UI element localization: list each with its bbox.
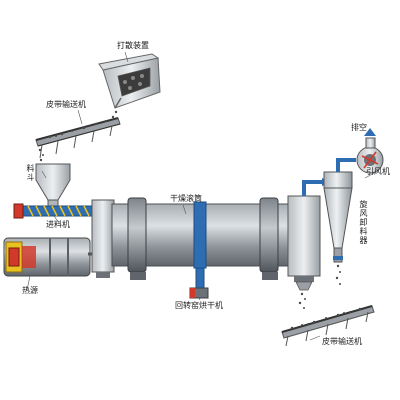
induced-fan [356, 128, 384, 174]
label-belt-conveyor-bottom: 皮带输送机 [322, 337, 362, 346]
belt-conveyor-bottom [281, 305, 375, 347]
material-stream [298, 292, 306, 309]
label-exhaust: 排空 [351, 123, 367, 132]
label-feeder: 进料机 [46, 220, 70, 229]
label-cyclone-collector: 旋风卸料器 [359, 200, 368, 245]
hopper [35, 163, 71, 209]
label-induced-fan: 引风机 [366, 167, 390, 176]
dryer-inlet-housing [91, 199, 115, 278]
dryer-outlet-housing [287, 195, 321, 291]
label-belt-conveyor-top: 皮带输送机 [46, 100, 86, 109]
leader-lines [26, 51, 377, 341]
scatter-device [98, 53, 161, 109]
label-rotary-dryer: 回转窑烘干机 [175, 301, 223, 310]
label-scatter-device: 打散装置 [117, 41, 149, 50]
cyclone-collector [323, 171, 353, 263]
material-stream [335, 264, 341, 285]
fan-duct [336, 158, 356, 172]
feeder [13, 203, 99, 219]
belt-conveyor-top [35, 117, 121, 159]
drying-drum [111, 197, 303, 299]
label-heat-source: 热源 [22, 286, 38, 295]
material-stream [38, 148, 44, 162]
label-drying-drum: 干燥滚筒 [170, 194, 202, 203]
heat-source [3, 237, 100, 277]
label-hopper: 料斗 [26, 164, 35, 182]
